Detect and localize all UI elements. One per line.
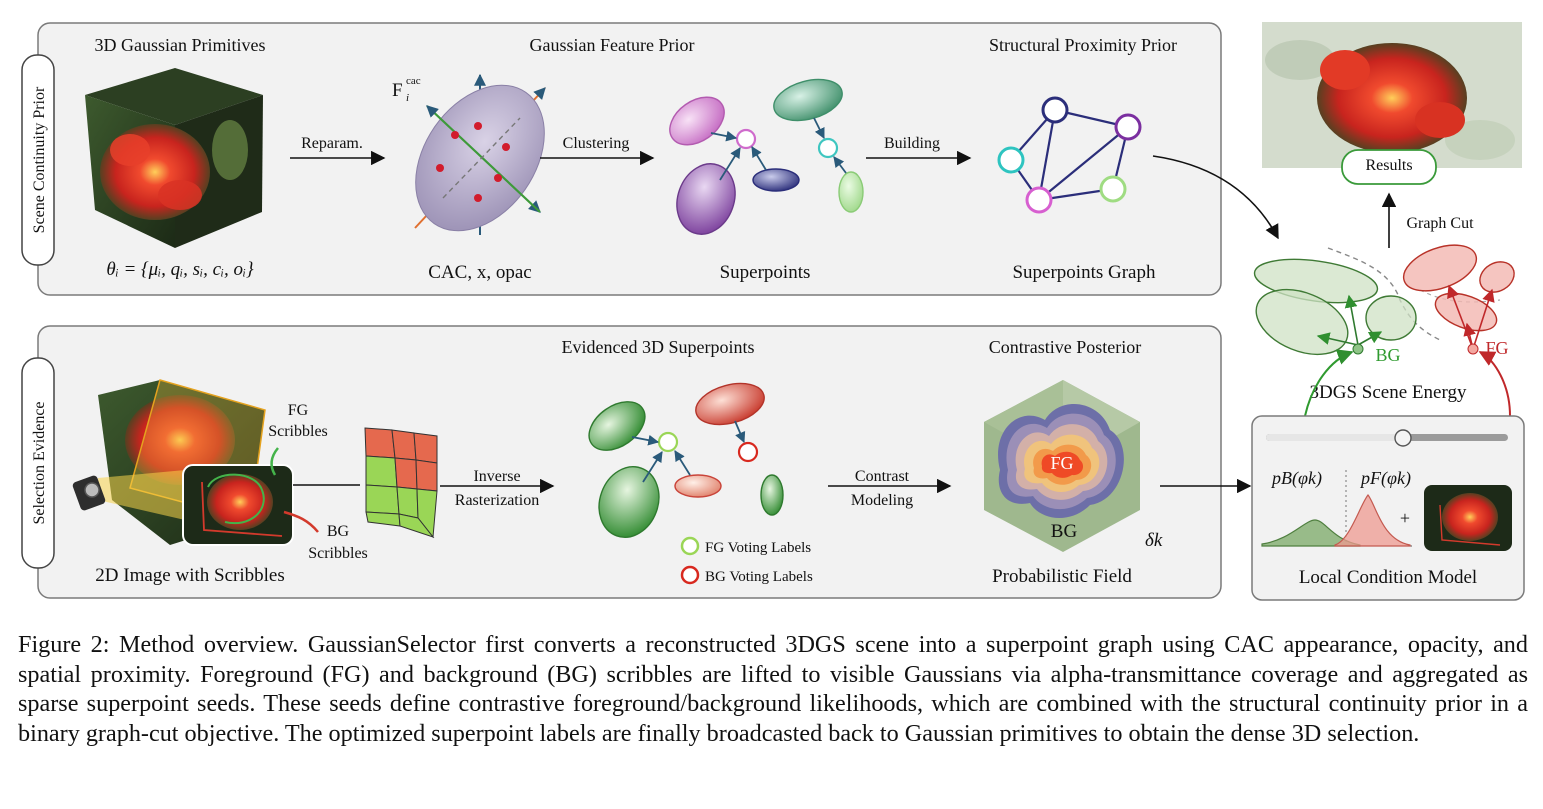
feature-prior-title: Gaussian Feature Prior	[530, 35, 695, 55]
graph-cut-label: Graph Cut	[1406, 215, 1474, 232]
fg-scribbles-l1: FG	[288, 402, 309, 419]
scene-continuity-label: Scene Continuity Prior	[31, 86, 48, 233]
local-flower-thumbnail	[1424, 485, 1512, 551]
cac-label: CAC, x, opac	[428, 262, 531, 283]
evidenced-superpoints	[588, 382, 784, 538]
pb-label: pB(φk)	[1270, 468, 1322, 489]
flower-cube	[85, 68, 263, 248]
contrast-l2: Modeling	[851, 492, 913, 509]
superpoints-label: Superpoints	[720, 262, 811, 283]
vote-grid	[364, 427, 438, 539]
results-badge	[1341, 149, 1437, 185]
local-model-label: Local Condition Model	[1299, 567, 1477, 588]
superpoints-graph	[997, 96, 1142, 214]
fg-voting-label: FG Voting Labels	[705, 540, 811, 556]
plus-sign: +	[1400, 508, 1410, 528]
feature-symbol: F	[392, 80, 403, 101]
bg-energy-arrow	[1304, 349, 1354, 417]
camera-icon	[72, 475, 106, 511]
evidenced-title: Evidenced 3D Superpoints	[562, 337, 755, 357]
threshold-slider-handle[interactable]	[1394, 429, 1412, 447]
bottom-panel: Selection Evidence FG Scribbles BG Scrib…	[21, 325, 1222, 599]
inverse-l1: Inverse	[473, 468, 520, 485]
posterior-title: Contrastive Posterior	[989, 337, 1141, 357]
delta-text: δk	[1145, 530, 1163, 551]
results-label: Results	[1365, 157, 1412, 174]
scribble-image-group	[72, 379, 319, 546]
structural-prior-title: Structural Proximity Prior	[989, 35, 1177, 55]
reparam-label: Reparam.	[301, 135, 363, 152]
energy-fg-label: FG	[1485, 338, 1508, 358]
feature-sup: cac	[406, 75, 421, 87]
results-image	[1262, 22, 1522, 168]
selection-evidence-tag	[21, 357, 55, 569]
fg-energy-arrow	[1478, 351, 1511, 417]
theta-formula: θᵢ = {μᵢ, qᵢ, sᵢ, cᵢ, oᵢ}	[106, 259, 254, 280]
selection-evidence-label: Selection Evidence	[31, 401, 48, 524]
method-diagram: Scene Continuity Prior 3D Gaussian Primi…	[21, 22, 1525, 601]
scribble-image-label: 2D Image with Scribbles	[95, 565, 284, 586]
building-label: Building	[884, 135, 940, 152]
probabilistic-field	[984, 380, 1140, 552]
likelihood-curves	[1261, 470, 1412, 547]
clustering-label: Clustering	[563, 135, 630, 152]
superpoints-cluster	[669, 78, 864, 235]
graph-to-energy-arrow	[1152, 155, 1279, 240]
bg-scribbles-l2: Scribbles	[308, 545, 368, 562]
energy-bg-label: BG	[1375, 345, 1400, 365]
inverse-l2: Rasterization	[455, 492, 539, 509]
graph-label: Superpoints Graph	[1012, 262, 1156, 283]
threshold-slider-fill	[1266, 434, 1403, 441]
scene-continuity-tag	[21, 54, 55, 266]
right-column: Results Graph Cut BG FG 3DGS Scene Energ…	[1251, 22, 1525, 601]
gaussian-ellipsoid	[414, 73, 546, 235]
gaussian-primitives-title: 3D Gaussian Primitives	[95, 35, 266, 55]
energy-label: 3DGS Scene Energy	[1310, 382, 1467, 403]
feature-sub: i	[406, 92, 409, 104]
fg-voting-marker	[680, 536, 700, 556]
fg-text: FG	[1050, 453, 1073, 473]
bg-scribbles-l1: BG	[327, 523, 350, 540]
field-label: Probabilistic Field	[992, 566, 1132, 587]
pf-label: pF(φk)	[1359, 468, 1411, 489]
bg-voting-marker	[680, 565, 700, 585]
top-panel: Scene Continuity Prior 3D Gaussian Primi…	[21, 22, 1222, 296]
local-condition-box	[1251, 415, 1525, 601]
bg-voting-label: BG Voting Labels	[705, 569, 813, 585]
bg-text: BG	[1051, 521, 1078, 542]
scene-energy	[1253, 244, 1515, 356]
fg-scribbles-l2: Scribbles	[268, 423, 328, 440]
figure-caption: Figure 2: Method overview. GaussianSelec…	[18, 631, 1528, 747]
contrast-l1: Contrast	[855, 468, 910, 485]
